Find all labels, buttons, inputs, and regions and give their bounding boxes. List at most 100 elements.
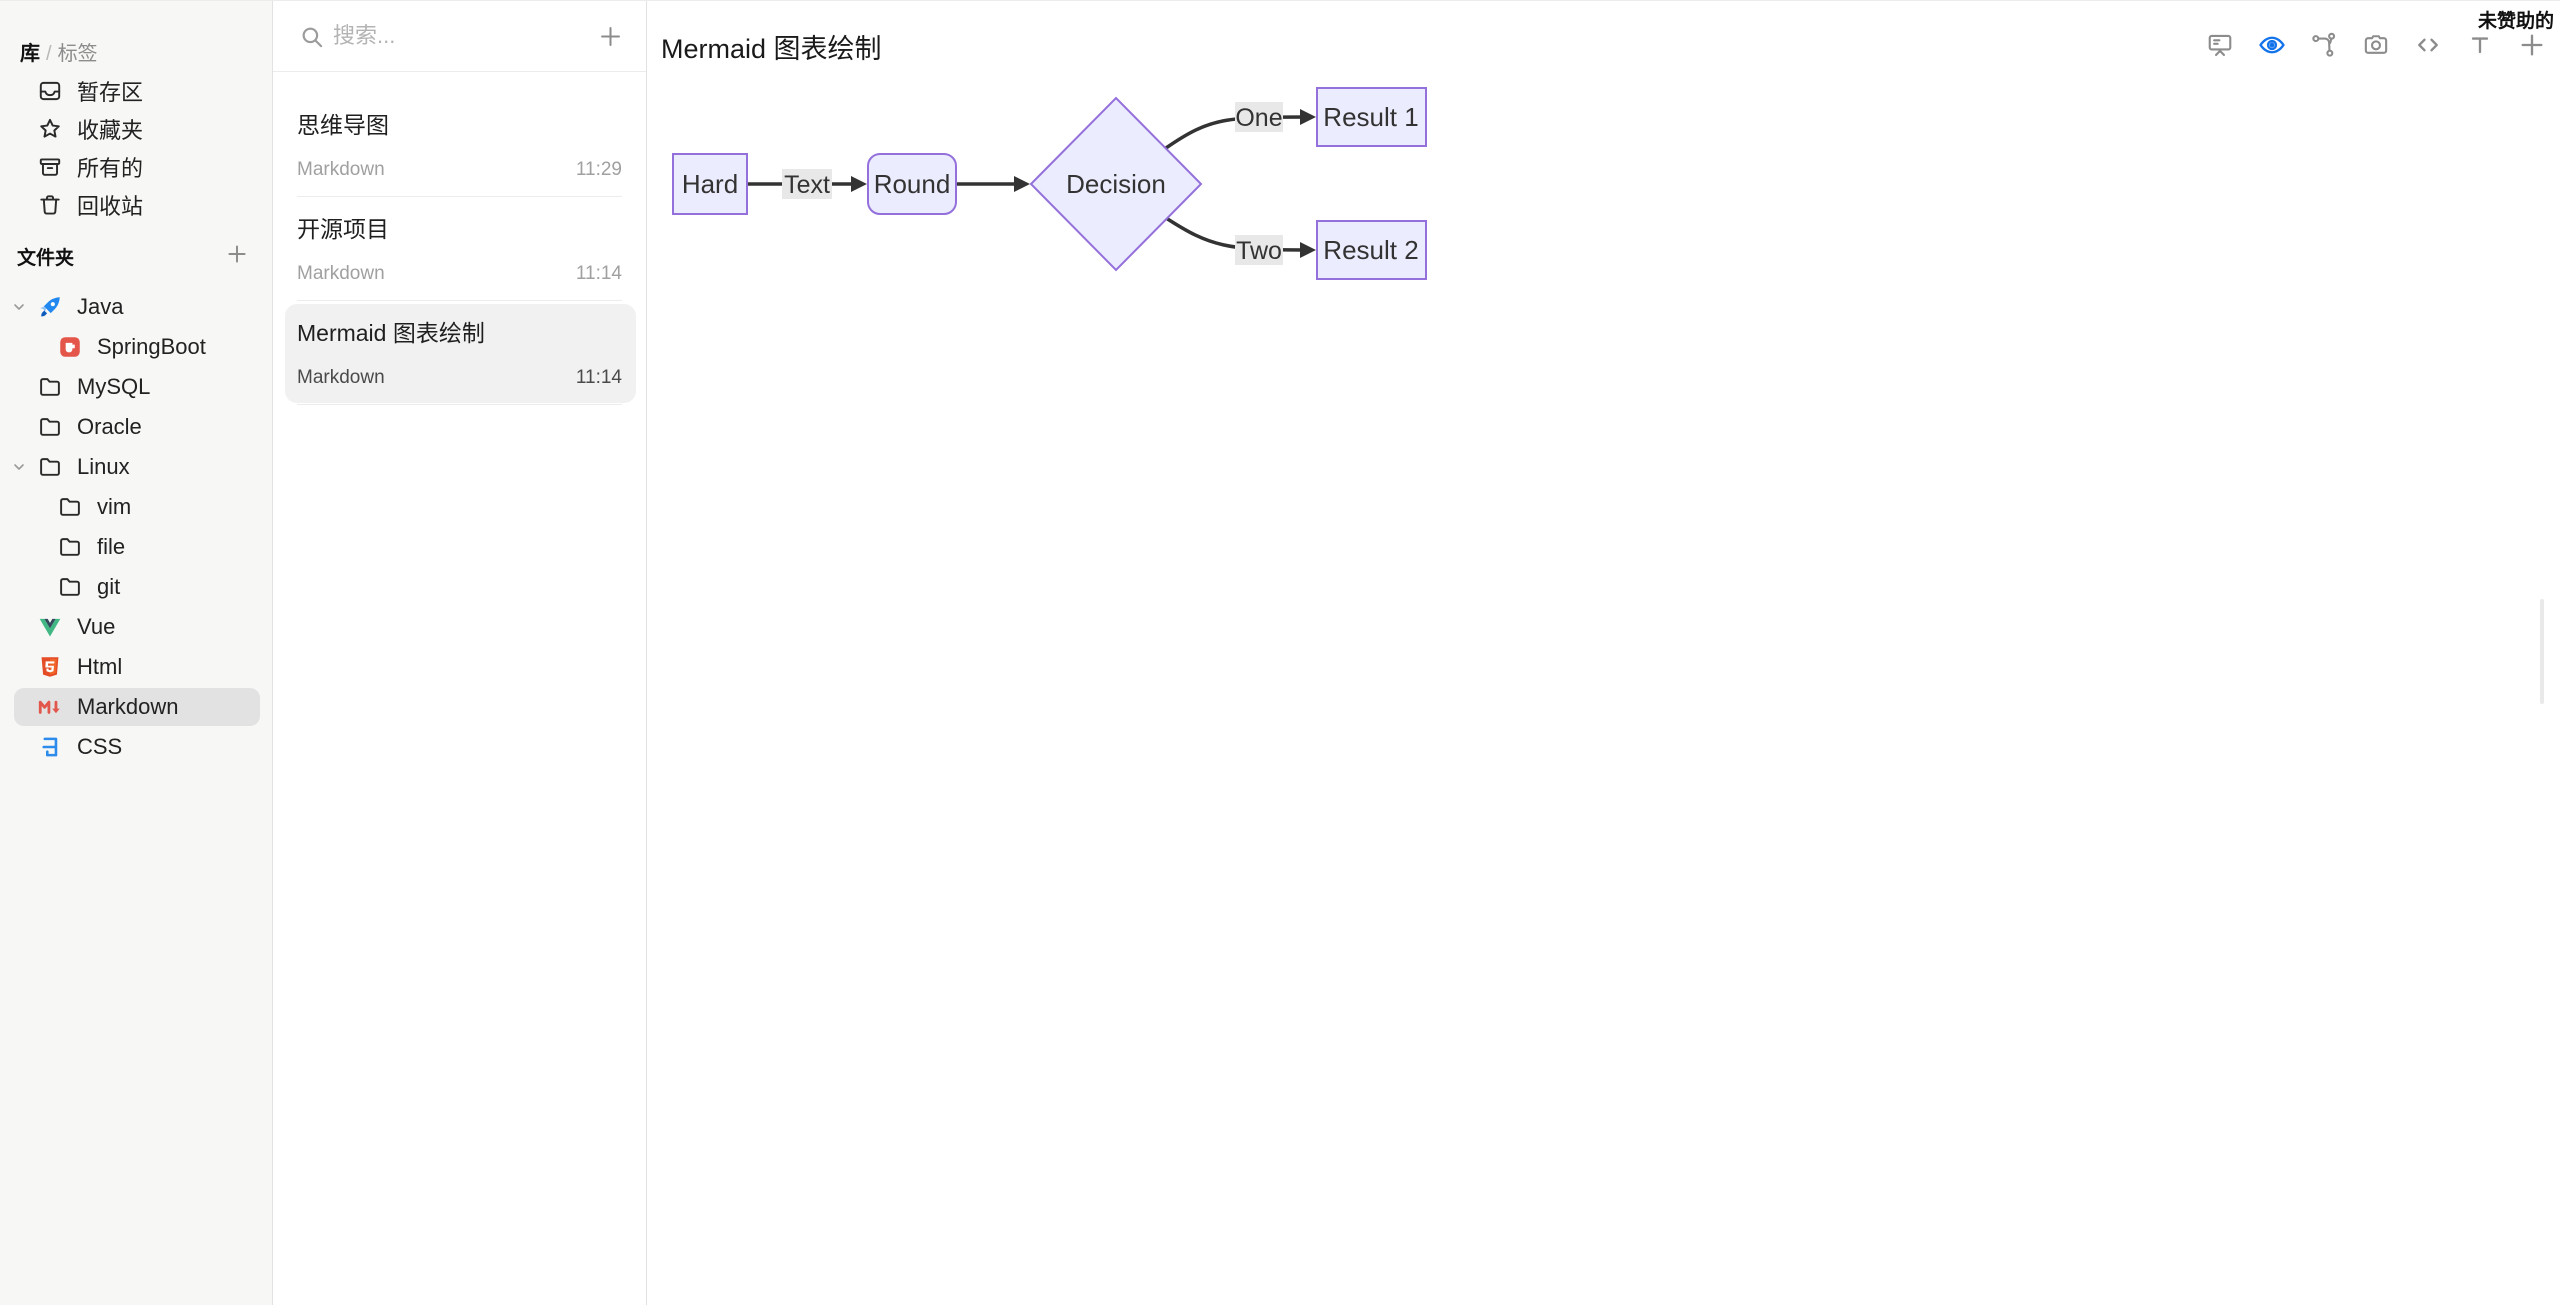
note-title: 开源项目 [297,216,389,242]
springboot-icon [60,337,80,357]
node-result1: Result 1 [1316,87,1427,147]
note-time: 11:14 [575,367,622,388]
folder-label: SpringBoot [97,334,206,359]
arrowhead [1300,109,1316,125]
folder-icon [40,378,60,396]
folder-label: Markdown [77,694,179,719]
sidebar-item-label: 回收站 [77,194,144,219]
node-round: Round [867,153,957,215]
note-type: Markdown [297,367,385,388]
flow-icon[interactable] [2310,31,2338,59]
sidebar-item-all[interactable]: 所有的 [0,148,272,186]
sidebar-folder-oracle[interactable]: Oracle [0,407,272,447]
presentation-icon[interactable] [2206,31,2234,59]
sidebar-folder-java[interactable]: Java [0,287,272,327]
page-title: Mermaid 图表绘制 [661,34,882,64]
sidebar-folder-css[interactable]: CSS [0,727,272,767]
folder-label: file [97,534,126,559]
node-decision: Decision [1029,96,1203,272]
folder-icon [40,458,60,476]
css-icon [42,737,58,757]
tags-tab[interactable]: 标签 [57,43,98,65]
library-tags-switch[interactable]: 库/标签 [20,37,98,66]
folders-header: 文件夹 [0,243,272,269]
edge-decision-result1 [1165,115,1311,150]
sidebar-folder-file[interactable]: file [0,527,272,567]
note-item-opensource[interactable]: 开源项目 Markdown 11:14 [273,197,646,301]
scrollbar-thumb[interactable] [2540,599,2544,704]
note-list: 思维导图 Markdown 11:29 开源项目 Markdown 11:14 … [273,72,646,405]
sidebar-folder-linux[interactable]: Linux [0,447,272,487]
sidebar-folder-vim[interactable]: vim [0,487,272,527]
unsponsored-badge: 未赞助的 [2477,11,2554,32]
code-icon[interactable] [2414,31,2442,59]
sidebar-folder-vue[interactable]: Vue [0,607,272,647]
folder-icon [60,538,80,556]
svg-text:Result 2: Result 2 [1323,235,1418,265]
folder-label: Java [77,294,124,319]
html5-icon [41,657,59,677]
svg-text:One: One [1235,104,1282,132]
sidebar-item-label: 暂存区 [77,80,144,105]
editor-panel: Mermaid 图表绘制 未赞助的 Text [648,1,2560,1305]
edge-decision-result2 [1165,216,1311,252]
sidebar-item-trash[interactable]: 回收站 [0,186,272,224]
folder-icon [60,578,80,596]
folder-label: vim [97,494,132,519]
node-hard: Hard [672,153,748,215]
edge-label-two: Two [1235,235,1283,265]
arrowhead [1014,176,1030,192]
sidebar-folder-springboot[interactable]: SpringBoot [0,327,272,367]
tag-list: 暂存区 收藏夹 所有的 回收站 [0,72,272,224]
svg-text:Result 1: Result 1 [1323,102,1418,132]
arrowhead [1300,242,1316,258]
sidebar-item-favorites[interactable]: 收藏夹 [0,110,272,148]
folder-label: Html [77,654,123,679]
note-title: Mermaid 图表绘制 [297,320,485,346]
folder-icon [60,498,80,516]
editor-toolbar [2206,31,2546,59]
edge-label-one: One [1235,102,1283,132]
sidebar-folder-html[interactable]: Html [0,647,272,687]
sidebar-item-scratch[interactable]: 暂存区 [0,72,272,110]
chevron-down-icon[interactable] [11,459,27,475]
edge-label-text: Text [782,169,832,199]
folders-header-label: 文件夹 [17,248,75,269]
note-item-mermaid[interactable]: Mermaid 图表绘制 Markdown 11:14 [273,301,646,405]
note-title: 思维导图 [297,112,389,138]
svg-text:Decision: Decision [1066,169,1166,199]
add-folder-button[interactable] [224,241,250,267]
arrowhead [851,176,867,192]
mermaid-flowchart: Text One Two Hard Round Decision [672,87,1427,280]
svg-text:Two: Two [1236,237,1282,265]
sidebar-folder-mysql[interactable]: MySQL [0,367,272,407]
note-meta: Markdown 11:29 [297,159,622,181]
note-item-mindmap[interactable]: 思维导图 Markdown 11:29 [273,93,646,197]
camera-icon[interactable] [2362,31,2390,59]
folder-tree: Java SpringBoot MySQL Oracle Linux [0,287,272,767]
trash-icon [40,195,60,215]
plus-icon[interactable] [2518,31,2546,59]
search-input[interactable] [333,18,563,54]
note-meta: Markdown 11:14 [297,263,622,285]
sidebar-item-label: 收藏夹 [77,118,144,143]
folder-label: CSS [77,734,123,759]
java-rocket-icon [40,297,60,317]
text-icon[interactable] [2466,31,2494,59]
folder-label: Oracle [77,414,142,439]
sidebar-folder-markdown[interactable]: Markdown [0,687,272,727]
folder-label: MySQL [77,374,151,399]
note-time: 11:29 [575,159,622,180]
eye-icon[interactable] [2258,31,2286,59]
library-sidebar: 库/标签 暂存区 收藏夹 所有的 回收站 文件夹 [0,1,273,1305]
chevron-down-icon[interactable] [11,299,27,315]
archive-icon [39,158,61,176]
note-time: 11:14 [575,263,622,284]
svg-text:Hard: Hard [682,169,738,199]
add-note-button[interactable] [597,23,624,50]
note-type: Markdown [297,159,385,180]
sidebar-folder-git[interactable]: git [0,567,272,607]
vue-icon [39,618,61,637]
library-tab[interactable]: 库 [20,43,40,65]
